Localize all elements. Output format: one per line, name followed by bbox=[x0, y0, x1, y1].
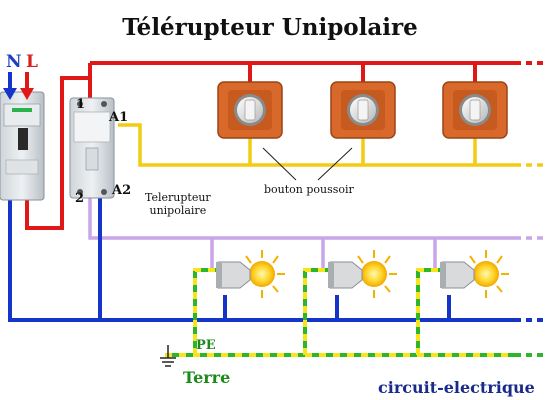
live-feed-wire bbox=[25, 76, 92, 230]
terminal-1-label: 1 bbox=[76, 97, 86, 112]
website-label: circuit-electrique bbox=[378, 378, 535, 397]
lamp-2 bbox=[328, 250, 397, 298]
terminal-a1-label: A1 bbox=[109, 110, 129, 125]
pushbutton-1 bbox=[217, 81, 283, 139]
pushbutton-callout bbox=[262, 147, 353, 181]
terminal-a2-label: A2 bbox=[112, 183, 132, 198]
device-label-line2: unipolaire bbox=[149, 204, 207, 217]
earth-ground-icon bbox=[160, 345, 176, 367]
diagram-title: Télérupteur Unipolaire bbox=[122, 14, 418, 41]
control-wire bbox=[118, 123, 515, 167]
device-label: Telerupteur unipolaire bbox=[145, 191, 211, 217]
pe-label: PE bbox=[196, 338, 216, 353]
neutral-arrow-icon bbox=[3, 72, 17, 100]
lamp-1 bbox=[216, 250, 285, 298]
circuit-breaker bbox=[0, 91, 45, 201]
live-arrow-icon bbox=[20, 72, 34, 100]
terminal-2-label: 2 bbox=[75, 191, 85, 206]
pushbutton-2 bbox=[330, 81, 396, 139]
lamp-return-wire bbox=[88, 195, 515, 268]
neutral-label: N bbox=[6, 52, 22, 72]
live-label: L bbox=[26, 52, 38, 72]
live-wire bbox=[25, 61, 515, 230]
earth-label: Terre bbox=[183, 368, 231, 387]
pushbutton-label: bouton poussoir bbox=[264, 183, 354, 196]
pushbutton-3 bbox=[442, 81, 508, 139]
telerupteur-module bbox=[69, 97, 115, 199]
lamp-3 bbox=[440, 250, 509, 298]
device-label-line1: Telerupteur bbox=[145, 191, 211, 204]
